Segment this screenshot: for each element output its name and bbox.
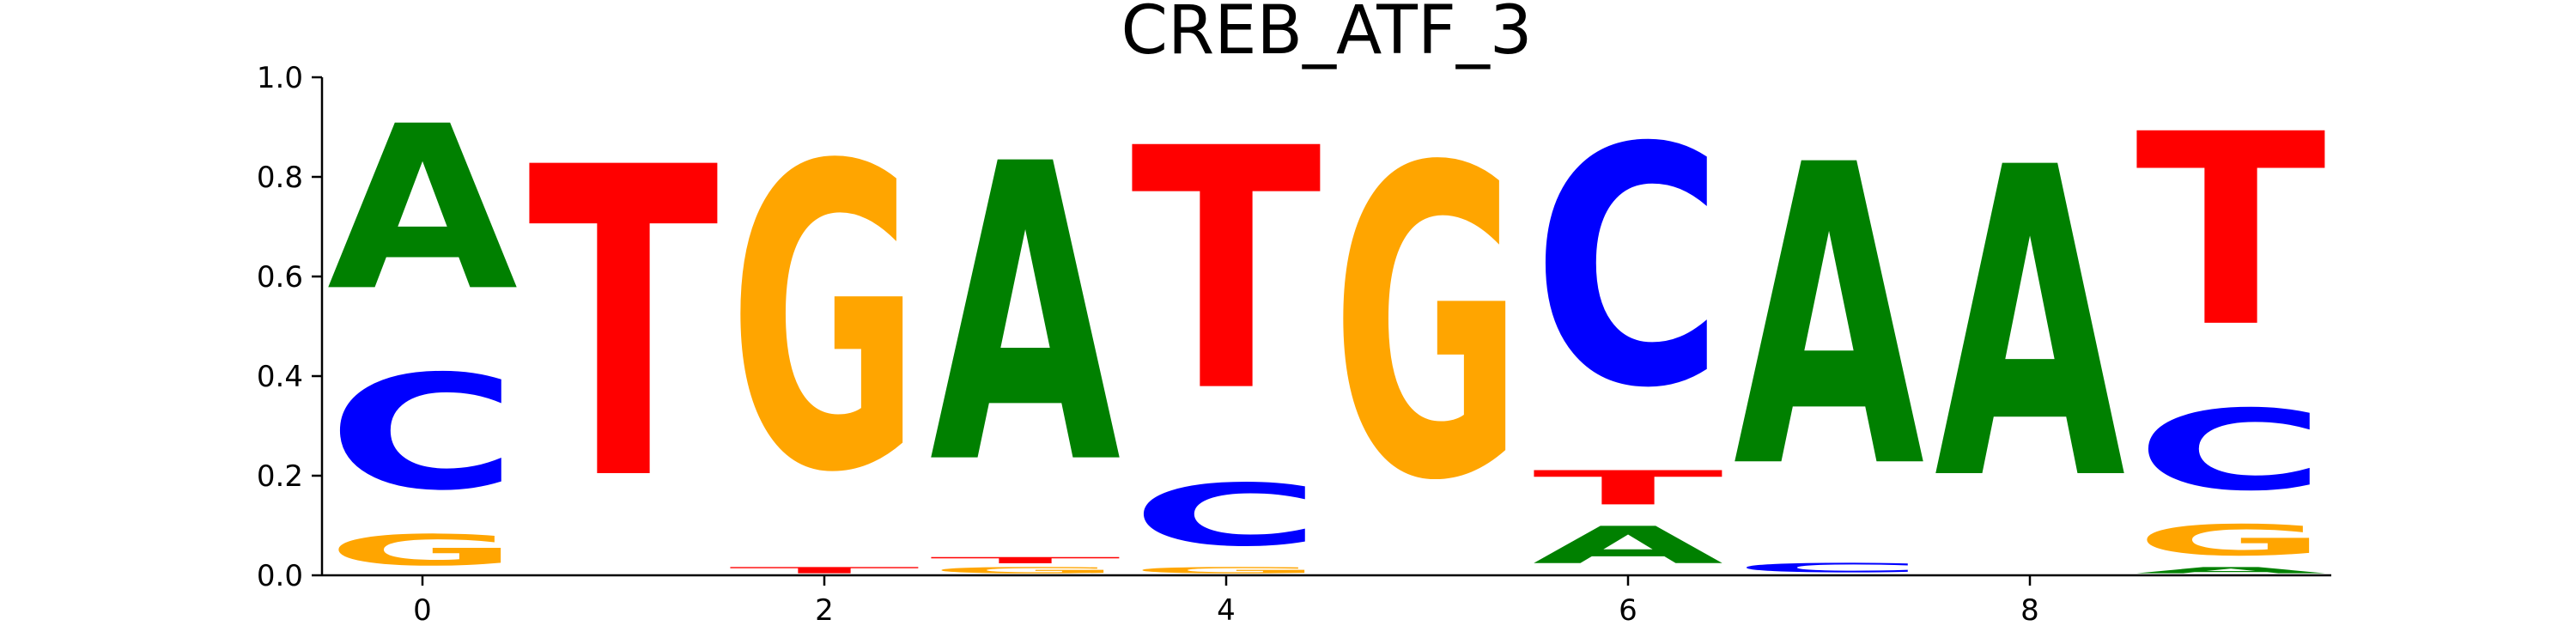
x-tick-label: 2 [815,593,834,628]
logo-letter-g: G [1131,565,1321,575]
logo-letter-c: C [1734,561,1924,575]
y-tick-label: 0.2 [257,459,303,494]
y-tick-label: 0.6 [257,260,303,295]
logo-letter-t: T [930,556,1121,566]
x-tick-label: 0 [413,593,432,628]
y-tick-label: 1.0 [257,61,303,95]
x-tick-label: 4 [1217,593,1236,628]
y-tick-label: 0.4 [257,360,303,394]
logo-letter-a: A [1533,516,1723,575]
y-tick-label: 0.0 [257,559,303,593]
logo-letter-g: G [1332,79,1522,574]
logo-letter-t: T [528,78,720,574]
logo-letter-a: A [1935,78,2127,574]
logo-letter-a: A [930,78,1122,555]
chart-title: CREB_ATF_3 [1121,0,1533,70]
logo-letter-g: G [2136,515,2326,565]
y-tick-label: 0.8 [257,161,303,195]
logo-letter-t: T [2136,78,2328,386]
logo-letter-t: T [1131,79,1323,465]
logo-letter-c: C [327,343,518,526]
logo-letter-a: A [1734,79,1926,560]
x-tick-label: 6 [1619,593,1637,628]
logo-letter-c: C [1533,79,1723,460]
logo-letter-g: G [729,78,920,564]
logo-letter-c: C [1131,466,1321,565]
logo-letter-a: A [2136,565,2326,575]
logo-letter-g: G [327,526,518,575]
logo-letter-t: T [1533,461,1723,515]
logo-letter-c: C [2136,386,2326,515]
x-tick-label: 8 [2020,593,2039,628]
logo-letter-a: A [327,78,519,340]
logo-letter-t: T [729,565,920,575]
logo-letter-g: G [930,565,1121,575]
axes: 0.0 0.2 0.4 0.6 0.8 1.0 0 2 4 6 8 [257,61,2331,628]
